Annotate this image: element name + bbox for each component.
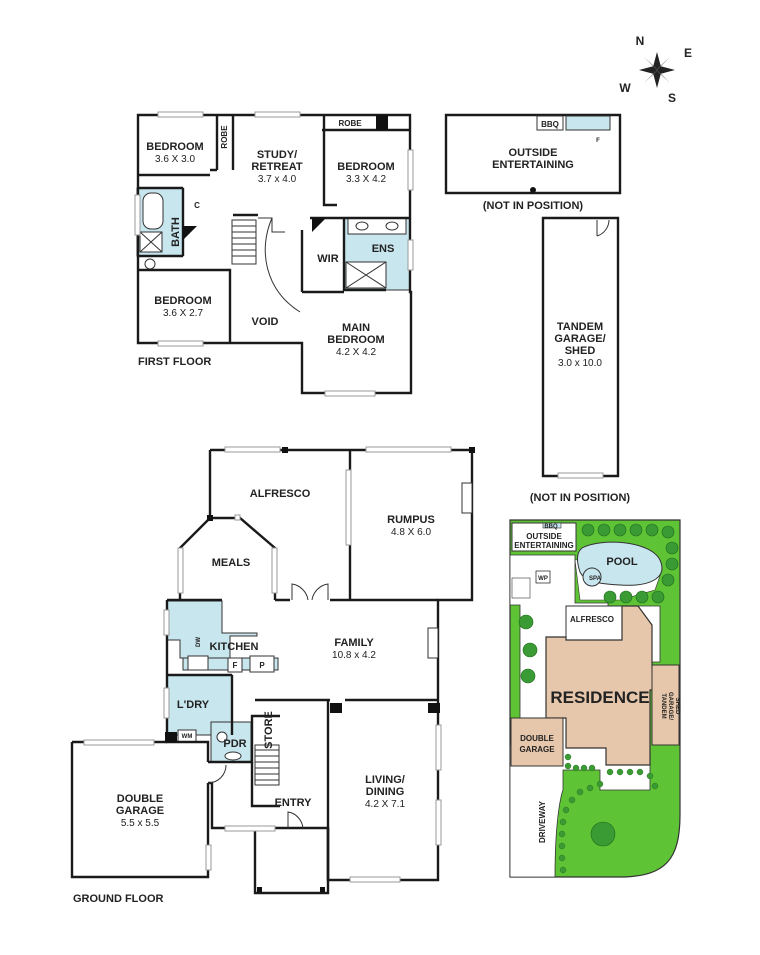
tandem-garage-label-1: TANDEM (557, 321, 603, 333)
site-wp-label: WP (538, 576, 548, 582)
pantry-label: P (259, 661, 265, 670)
site-spa-label: SPA (589, 576, 602, 582)
dishwasher-label: DW (196, 637, 202, 647)
compass-w: W (619, 81, 631, 95)
not-in-position-1: (NOT IN POSITION) (483, 200, 584, 212)
site-outside-label-2: ENTERTAINING (514, 541, 573, 550)
compass-e: E (684, 46, 692, 60)
tandem-garage-dim: 3.0 x 10.0 (558, 358, 602, 369)
study-dim: 3.7 x 4.0 (258, 174, 297, 185)
study-label-2: RETREAT (251, 161, 302, 173)
site-tandem-label-3: SHED (674, 698, 680, 715)
site-driveway-label: DRIVEWAY (538, 800, 547, 843)
bedroom-sw-label: BEDROOM (154, 295, 211, 307)
site-plan: POOL SPA BBQ OUTSIDE ENTERTAINING WP ALF… (509, 519, 681, 878)
site-pool-label: POOL (606, 556, 637, 568)
double-garage-label-2: GARAGE (116, 805, 164, 817)
tandem-garage-label-2: GARAGE/ (554, 333, 605, 345)
tandem-garage-label-3: SHED (565, 345, 596, 357)
washing-machine-label: WM (182, 734, 193, 740)
main-bedroom-label-2: BEDROOM (327, 334, 384, 346)
robe-small-label: ROBE (220, 125, 229, 149)
laundry-label: L'DRY (177, 699, 210, 711)
ground-floor-plan: ALFRESCO RUMPUS 4.8 X 6.0 MEALS KITCHEN … (70, 446, 475, 905)
main-bedroom-dim: 4.2 X 4.2 (336, 347, 376, 358)
outbuildings-plan: BBQ F OUTSIDE ENTERTAINING (NOT IN POSIT… (444, 113, 631, 504)
site-garage-label-2: GARAGE (519, 745, 555, 754)
bath-label: BATH (170, 217, 182, 247)
powder-room-label: PDR (223, 738, 246, 750)
compass-n: N (636, 34, 645, 48)
bedroom-ne-dim: 3.3 X 4.2 (346, 174, 386, 185)
robe-top-label: ROBE (338, 119, 362, 128)
site-tandem-label-1: TANDEM (660, 693, 666, 718)
main-bedroom-label-1: MAIN (342, 322, 370, 334)
site-bbq-label: BBQ (544, 524, 558, 530)
family-label: FAMILY (334, 637, 374, 649)
compass-rose: N E S W (619, 34, 692, 105)
bbq-label: BBQ (541, 120, 559, 129)
kitchen-label: KITCHEN (210, 641, 259, 653)
outside-fridge-label: F (596, 138, 600, 144)
bedroom-ne-label: BEDROOM (337, 161, 394, 173)
study-label-1: STUDY/ (257, 149, 297, 161)
rumpus-label: RUMPUS (387, 514, 435, 526)
site-outside-label-1: OUTSIDE (526, 532, 562, 541)
not-in-position-2: (NOT IN POSITION) (530, 492, 631, 504)
living-label-1: LIVING/ (365, 774, 405, 786)
site-tandem-label-2: GARAGE/ (667, 692, 673, 720)
void-label: VOID (252, 316, 279, 328)
bedroom-nw-dim: 3.6 X 3.0 (155, 154, 195, 165)
first-floor-plan: BEDROOM 3.6 X 3.0 ROBE STUDY/ RETREAT 3.… (134, 111, 414, 397)
entry-label: ENTRY (275, 797, 313, 809)
rumpus-dim: 4.8 X 6.0 (391, 527, 431, 538)
site-residence-label: RESIDENCE (550, 688, 649, 707)
ground-floor-title: GROUND FLOOR (73, 893, 163, 905)
site-alfresco-label: ALFRESCO (570, 615, 614, 624)
kitchen-fridge-label: F (233, 661, 238, 670)
family-dim: 10.8 x 4.2 (332, 650, 376, 661)
bedroom-sw-dim: 3.6 X 2.7 (163, 308, 203, 319)
double-garage-dim: 5.5 x 5.5 (121, 818, 160, 829)
outside-entertaining-label-2: ENTERTAINING (492, 159, 574, 171)
cupboard-label: C (194, 201, 200, 210)
outside-entertaining-label-1: OUTSIDE (509, 147, 558, 159)
bedroom-nw-label: BEDROOM (146, 141, 203, 153)
double-garage-label-1: DOUBLE (117, 793, 163, 805)
compass-s: S (668, 91, 676, 105)
alfresco-label: ALFRESCO (250, 488, 311, 500)
wir-label: WIR (317, 253, 338, 265)
ens-label: ENS (372, 243, 395, 255)
site-garage-label-1: DOUBLE (520, 734, 554, 743)
meals-label: MEALS (212, 557, 251, 569)
first-floor-title: FIRST FLOOR (138, 356, 211, 368)
store-label: STORE (263, 711, 275, 749)
living-label-2: DINING (366, 786, 405, 798)
living-dim: 4.2 X 7.1 (365, 799, 405, 810)
